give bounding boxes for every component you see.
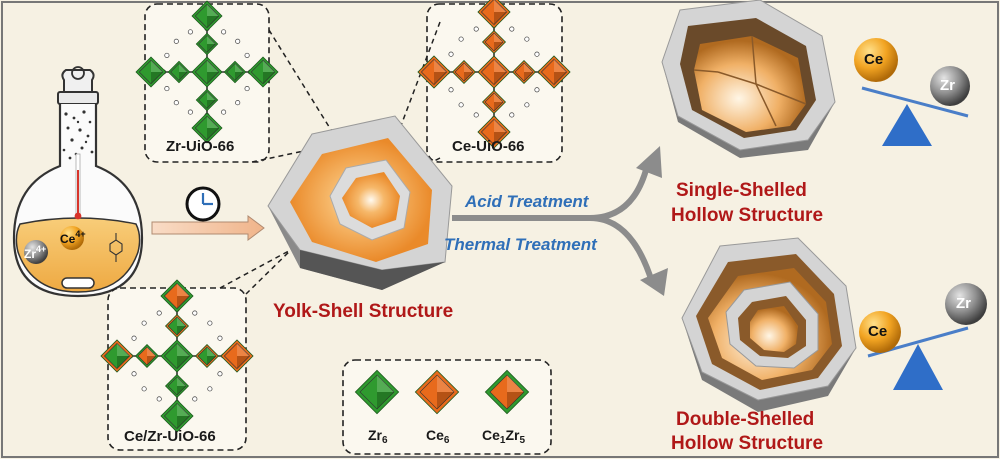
arrow-icon xyxy=(636,146,662,178)
double-shelled-subtitle: Hollow Structure xyxy=(671,433,824,454)
metal-cluster-icon xyxy=(167,60,191,84)
double-shelled-particle xyxy=(681,237,857,412)
single-shelled-particle xyxy=(661,0,836,158)
metal-cluster-icon xyxy=(354,369,400,415)
legend-ce6: Ce6 xyxy=(426,427,450,446)
zr-uio-lattice xyxy=(135,0,279,144)
metal-cluster-icon xyxy=(484,369,530,415)
ce-ball-label: Ce xyxy=(864,51,884,68)
ce-uio-label: Ce-UiO-66 xyxy=(452,138,525,155)
metal-cluster-icon xyxy=(160,339,194,373)
time-arrow xyxy=(151,215,265,241)
ce-ball-label: Ce xyxy=(868,323,888,340)
metal-cluster-icon xyxy=(191,56,223,88)
cezr-uio-lattice xyxy=(100,279,254,433)
zr-ion-label: Zr4+ xyxy=(24,244,47,261)
branch-arrow xyxy=(452,169,655,283)
metal-cluster-icon xyxy=(477,55,511,89)
metal-cluster-icon xyxy=(191,0,223,32)
metal-cluster-icon xyxy=(477,0,511,29)
metal-cluster-icon xyxy=(195,32,219,56)
metal-cluster-icon xyxy=(537,55,571,89)
yolk-shell-label: Yolk-Shell Structure xyxy=(273,301,454,322)
metal-cluster-icon xyxy=(164,313,190,339)
metal-cluster-icon xyxy=(477,115,511,149)
metal-cluster-icon xyxy=(417,55,451,89)
metal-cluster-icon xyxy=(194,343,220,369)
ce-uio-lattice xyxy=(417,0,571,149)
metal-cluster-icon xyxy=(195,88,219,112)
double-shelled-title: Double-Shelled xyxy=(676,409,815,430)
metal-cluster-icon xyxy=(160,279,194,313)
metal-cluster-icon xyxy=(414,369,460,415)
metal-cluster-icon xyxy=(481,89,507,115)
zr-ball-label: Zr xyxy=(940,77,955,94)
metal-cluster-icon xyxy=(511,59,537,85)
metal-cluster-icon xyxy=(100,339,134,373)
metal-cluster-icon xyxy=(247,56,279,88)
legend-ce1zr5: Ce1Zr5 xyxy=(482,427,526,446)
zr-uio-label: Zr-UiO-66 xyxy=(166,138,235,155)
yolk-shell-particle xyxy=(267,115,453,290)
metal-cluster-icon xyxy=(223,60,247,84)
ce-ion-label: Ce4+ xyxy=(60,229,86,246)
cezr-uio-label: Ce/Zr-UiO-66 xyxy=(124,428,216,445)
arrow-icon xyxy=(640,268,668,296)
metal-cluster-icon xyxy=(481,29,507,55)
metal-cluster-icon xyxy=(134,343,160,369)
metal-cluster-icon xyxy=(135,56,167,88)
thermal-treatment-label: Thermal Treatment xyxy=(444,235,597,254)
clock-icon xyxy=(185,186,221,222)
metal-cluster-icon xyxy=(451,59,477,85)
seesaw-icon xyxy=(854,38,970,146)
zr-ball-label: Zr xyxy=(956,295,971,312)
flask-icon xyxy=(12,66,144,298)
seesaw-icon xyxy=(859,283,987,390)
legend-zr6: Zr6 xyxy=(368,427,388,446)
legend-glyphs xyxy=(354,369,530,415)
single-shelled-title: Single-Shelled xyxy=(676,180,807,201)
metal-cluster-icon xyxy=(220,339,254,373)
metal-cluster-icon xyxy=(191,112,223,144)
metal-cluster-icon xyxy=(160,399,194,433)
metal-cluster-icon xyxy=(164,373,190,399)
single-shelled-subtitle: Hollow Structure xyxy=(671,205,824,226)
acid-treatment-label: Acid Treatment xyxy=(465,192,589,211)
